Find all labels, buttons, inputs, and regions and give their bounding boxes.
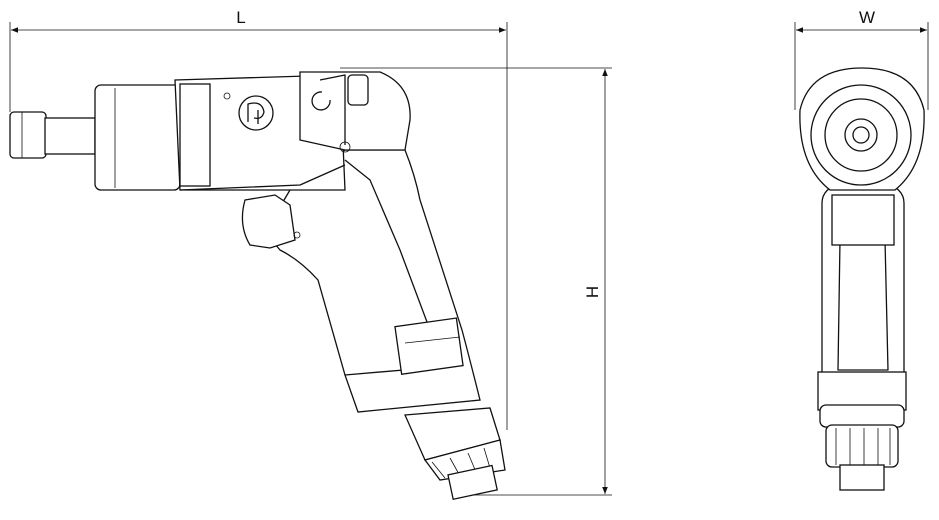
height-dimension: H (340, 67, 612, 496)
length-label: L (236, 8, 245, 27)
length-dimension: L (9, 8, 508, 430)
side-view (9, 71, 506, 501)
front-view (799, 67, 925, 491)
height-label: H (583, 286, 602, 298)
width-label: W (859, 8, 875, 27)
width-dimension: W (794, 8, 929, 110)
